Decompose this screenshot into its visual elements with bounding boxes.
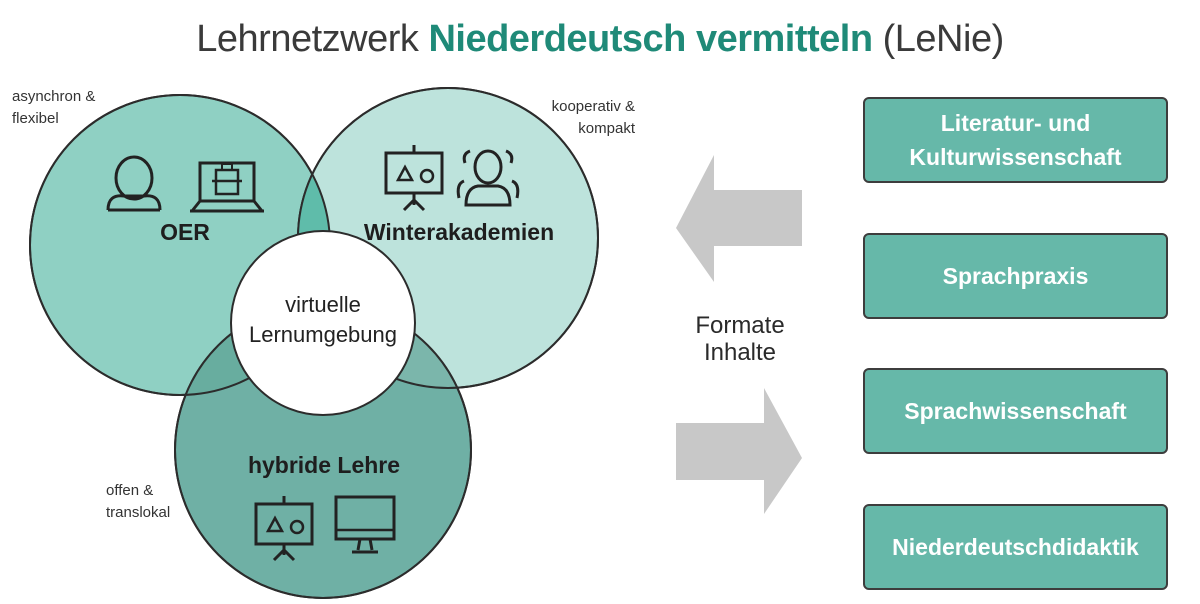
page-title: Lehrnetzwerk Niederdeutsch vermitteln (L… [0, 18, 1200, 61]
arrow-right [676, 388, 802, 514]
label-oer: OER [160, 219, 210, 245]
person-icon [106, 155, 162, 212]
laptop-icon [190, 161, 264, 213]
group-icon [456, 149, 520, 207]
label-formate-inhalte: Formate Inhalte [695, 312, 785, 366]
monitor-icon [334, 495, 396, 554]
topic-niederdeutschdidaktik: Niederdeutschdidaktik [863, 504, 1168, 590]
label-virtuelle-lernumgebung: virtuelle Lernumgebung [248, 292, 397, 347]
label-hybride-lehre: hybride Lehre [247, 452, 401, 478]
presentation-board-icon [384, 145, 444, 212]
center-circle [230, 230, 416, 416]
topic-sprachwissenschaft: Sprachwissenschaft [863, 368, 1168, 454]
presentation-board-icon [254, 496, 314, 562]
note-kooperativ: kooperativ & kompakt [551, 98, 635, 137]
note-asynchron: asynchron & flexibel [12, 88, 96, 127]
title-suffix: (LeNie) [872, 18, 1005, 60]
topic-literatur-kulturwissenschaft: Literatur- und Kulturwissenschaft [863, 97, 1168, 183]
label-winterakademien: Winterakademien [363, 219, 555, 245]
arrow-left [676, 155, 802, 282]
title-highlight: Niederdeutsch vermitteln [428, 18, 873, 60]
title-prefix: Lehrnetzwerk [196, 18, 429, 60]
topic-sprachpraxis: Sprachpraxis [863, 233, 1168, 319]
note-offen: offen & translokal [106, 482, 171, 521]
